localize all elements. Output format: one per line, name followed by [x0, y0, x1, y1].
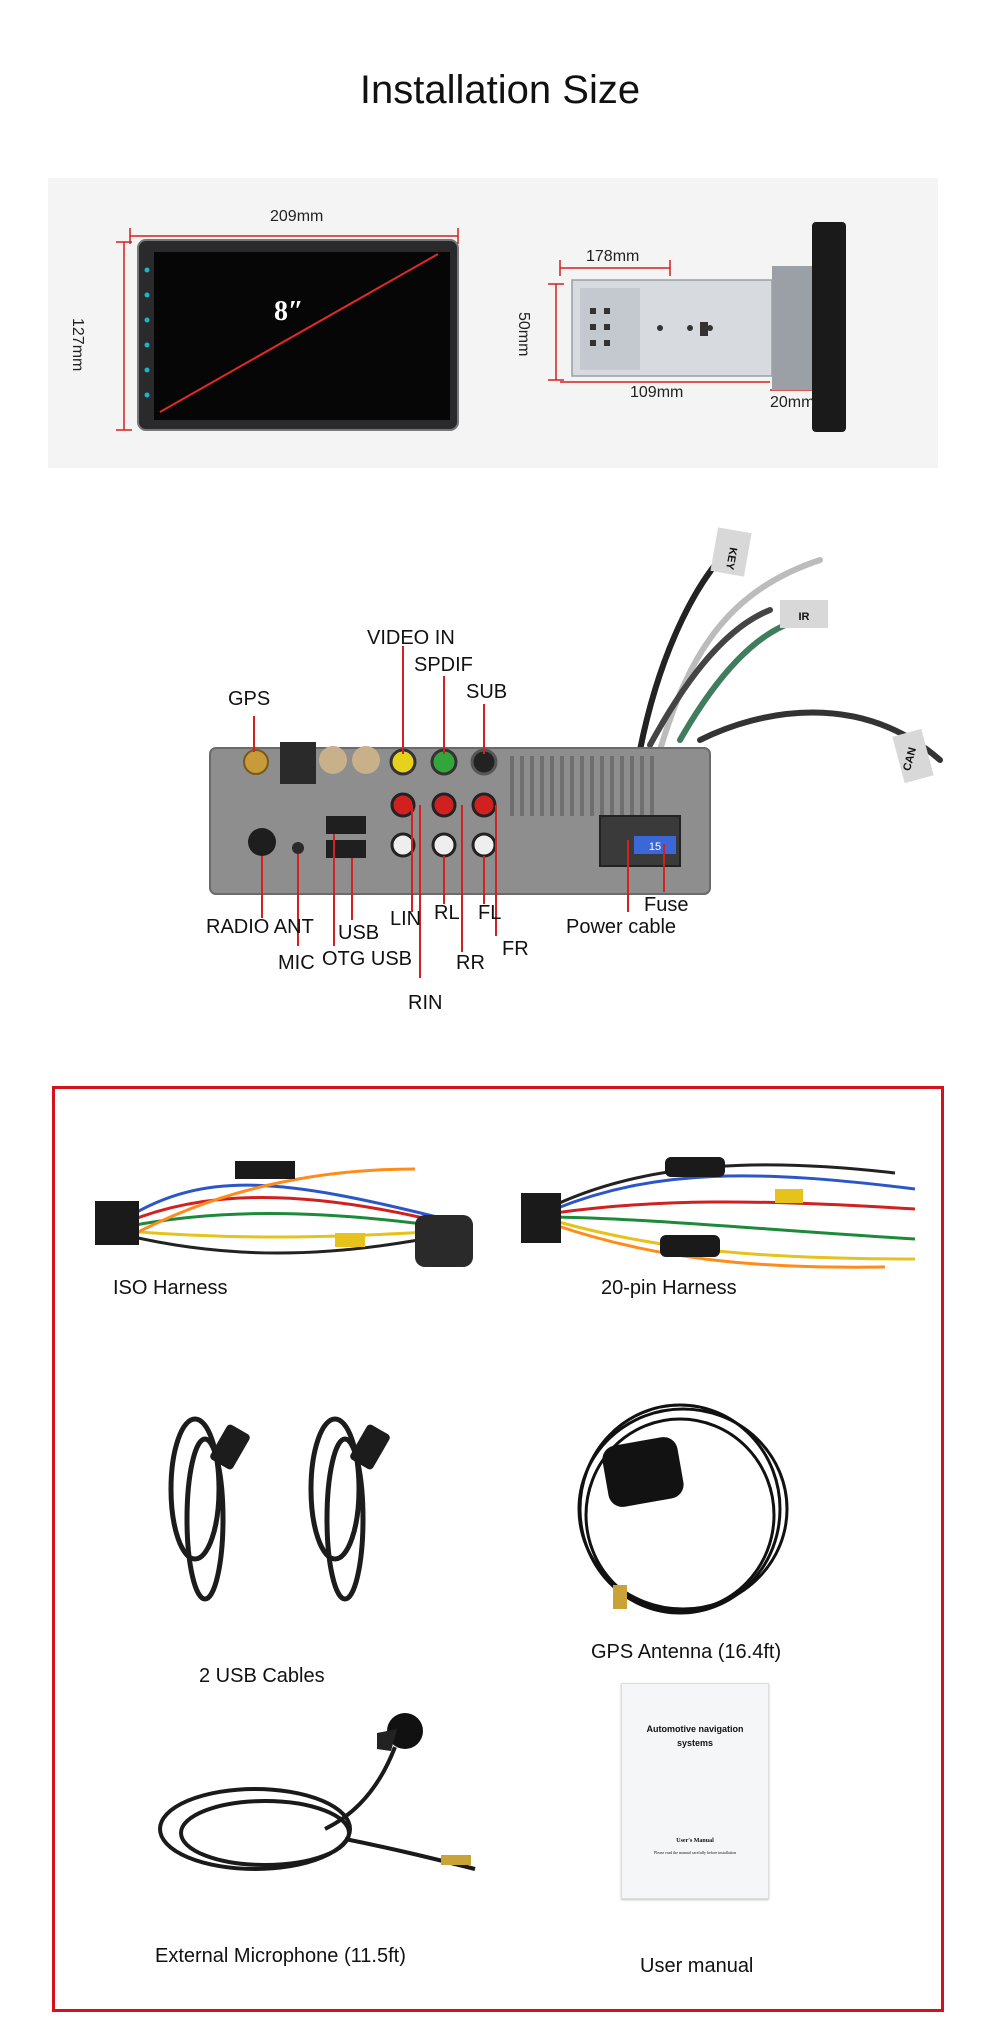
iso-harness-caption: ISO Harness — [113, 1277, 228, 1299]
spdif-label: SPDIF — [414, 654, 473, 676]
front-unit-drawing — [116, 228, 459, 431]
lin-label: LIN — [390, 908, 422, 930]
fuse-label: Fuse — [644, 894, 689, 916]
side-unit-drawing — [548, 222, 846, 432]
chassis-dimension: 109mm — [630, 384, 684, 401]
width-dimension: 209mm — [270, 208, 324, 225]
radio-ant-label: RADIO ANT — [206, 916, 314, 938]
microphone-caption: External Microphone (11.5ft) — [155, 1945, 406, 1967]
sub-label: SUB — [466, 681, 508, 703]
usb-cables-caption: 2 USB Cables — [199, 1665, 325, 1687]
iso-harness-image — [95, 1161, 473, 1267]
pin-harness-image — [521, 1157, 916, 1269]
user-manual-caption: User manual — [640, 1955, 754, 1977]
gps-antenna-caption: GPS Antenna (16.4ft) — [591, 1641, 782, 1663]
port-labels: VIDEO IN SPDIF SUB GPS RADIO ANT USB LIN… — [160, 520, 1000, 1040]
gps-label: GPS — [228, 688, 271, 710]
fr-label: FR — [502, 938, 529, 960]
microphone-image — [158, 1713, 476, 1871]
cable-tag-ir: IR — [799, 611, 810, 623]
face-dimension: 20mm — [770, 394, 815, 411]
mic-label: MIC — [278, 952, 315, 974]
rear-ports-diagram: 15 KEY IR CAN — [209, 527, 943, 978]
manual-cover-title: Automotive navigation systems — [646, 1724, 744, 1748]
fuse-value: 15 — [649, 841, 661, 853]
power-cable-label: Power cable — [566, 916, 677, 938]
otg-usb-label: OTG USB — [322, 948, 413, 970]
size-diagram — [116, 222, 846, 432]
side-height-dimension: 50mm — [515, 312, 532, 357]
pin-harness-caption: 20-pin Harness — [601, 1277, 737, 1299]
cable-tag-can: CAN — [901, 746, 919, 772]
usb-cables-image — [168, 1416, 390, 1602]
user-manual-image: Automotive navigation systems User's Man… — [621, 1683, 769, 1899]
height-dimension: 127mm — [69, 318, 86, 372]
rin-label: RIN — [408, 992, 443, 1014]
accessories-box: ISO Harness 20-pin Harness 2 USB Cables — [52, 1086, 944, 2012]
cable-tag-key: KEY — [723, 546, 739, 571]
depth-dimension: 178mm — [586, 248, 640, 265]
video-in-label: VIDEO IN — [367, 627, 455, 649]
cable-tags — [710, 527, 934, 784]
rr-label: RR — [456, 952, 485, 974]
gps-antenna-image — [577, 1403, 789, 1615]
fl-label: FL — [478, 902, 502, 924]
manual-cover-note: Please read the manual carefully before … — [654, 1850, 736, 1855]
manual-cover-subtitle: User's Manual — [676, 1838, 714, 1844]
screen-size-label: 8″ — [274, 296, 304, 327]
rl-label: RL — [434, 902, 460, 924]
usb-label: USB — [338, 922, 380, 944]
page-title: Installation Size — [359, 68, 641, 112]
